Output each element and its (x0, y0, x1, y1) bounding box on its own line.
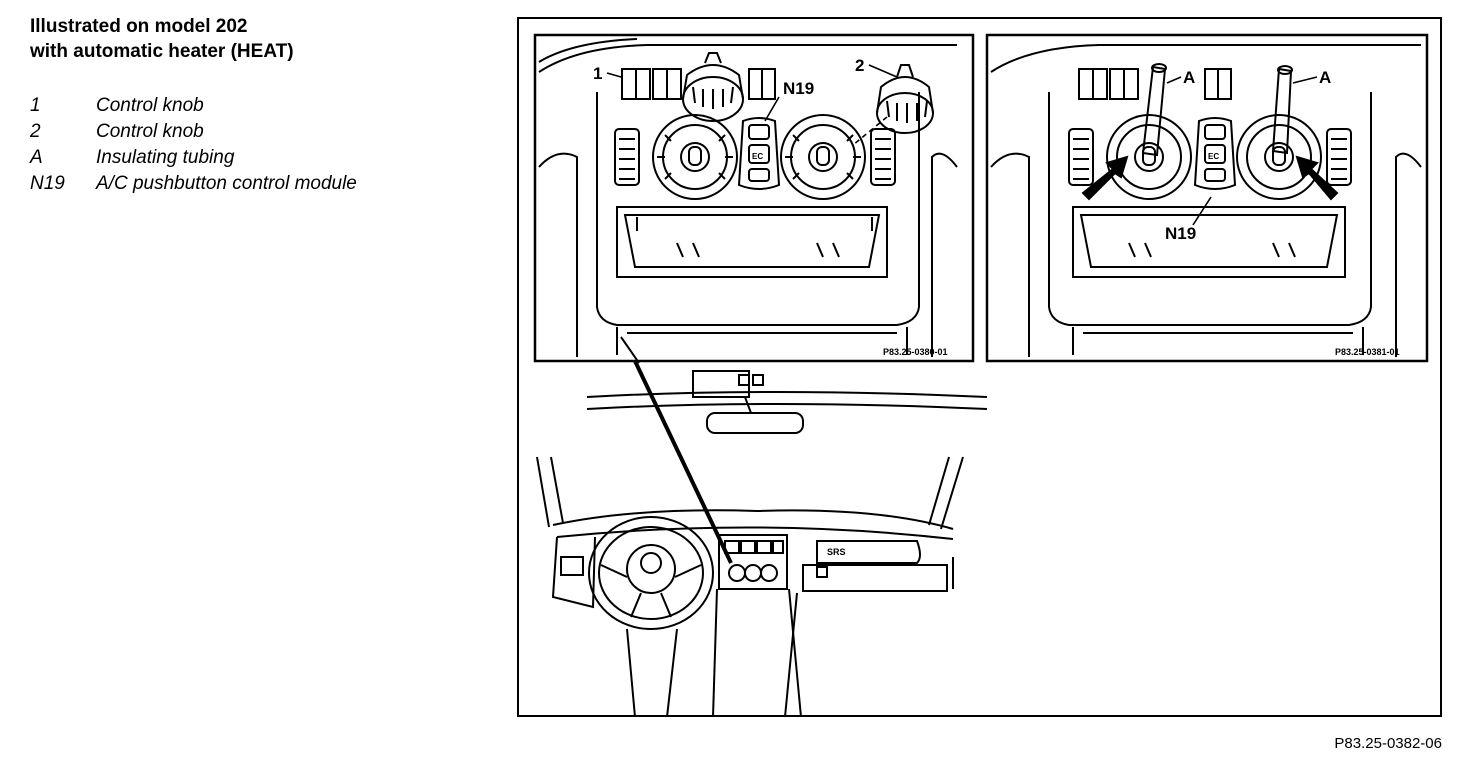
dashboard-overview (536, 370, 988, 717)
air-vent-right (1326, 128, 1352, 186)
ac-pushbutton-module (1193, 117, 1237, 190)
label-knob-1: 1 (593, 64, 602, 83)
label-tubing-a-left: A (1183, 68, 1195, 87)
detail-panel-right-labels: A A N19 EC P83.25-0381-01 (1165, 68, 1400, 357)
steering-wheel (588, 516, 714, 630)
insulating-tubing-right (1271, 65, 1293, 155)
label-knob-2: 2 (855, 56, 864, 75)
srs-label: SRS (827, 547, 846, 557)
heater-dial-right (780, 114, 866, 200)
leader-lines-right (1166, 76, 1318, 226)
legend-text: Insulating tubing (96, 147, 235, 168)
heading: Illustrated on model 202 with automatic … (30, 14, 294, 64)
ec-button-label: EC (1208, 152, 1219, 161)
detail-panel-left-labels: 1 2 N19 EC P83.25-0380-01 (593, 56, 948, 357)
label-n19: N19 (783, 79, 814, 98)
temperature-display-left (1078, 68, 1139, 100)
arrow-icon (1295, 155, 1339, 201)
temperature-display-right (748, 68, 776, 100)
insulating-tubing-left (1141, 63, 1167, 157)
heading-line-2: with automatic heater (HEAT) (30, 41, 294, 62)
detail-panel-right (985, 33, 1429, 363)
label-n19: N19 (1165, 224, 1196, 243)
figure-code: P83.25-0382-06 (1334, 735, 1442, 752)
leader-lines-left (606, 64, 898, 146)
diagram-frame: 1 2 N19 EC P83.25-0380-01 (517, 17, 1442, 717)
legend-text: Control knob (96, 121, 204, 142)
air-vent-right (870, 128, 896, 186)
detail-code-left: P83.25-0380-01 (883, 347, 948, 357)
air-vent-left (614, 128, 640, 186)
legend-key: 1 (30, 95, 41, 116)
legend-item: 2 Control knob (30, 119, 357, 145)
temperature-display-left (621, 68, 682, 100)
legend-item: 1 Control knob (30, 93, 357, 119)
legend-item: A Insulating tubing (30, 145, 357, 171)
heater-dial-left (652, 114, 738, 200)
ac-pushbutton-module (737, 117, 781, 190)
heater-dial-right (1236, 114, 1322, 200)
heading-line-1: Illustrated on model 202 (30, 16, 248, 37)
detail-pointer-start (620, 336, 640, 364)
temperature-display-right (1204, 68, 1232, 100)
detail-panel-left (533, 33, 975, 363)
rearview-mirror (692, 370, 804, 434)
dashboard-center-console (712, 534, 802, 717)
legend-key: N19 (30, 173, 65, 194)
legend-key: 2 (30, 121, 41, 142)
storage-tray (616, 206, 888, 278)
storage-tray (1072, 206, 1346, 278)
legend: 1 Control knob 2 Control knob A Insulati… (30, 93, 357, 197)
legend-item: N19 A/C pushbutton control module (30, 171, 357, 197)
heater-dial-left (1106, 114, 1192, 200)
control-knob-2 (876, 64, 934, 134)
legend-text: Control knob (96, 95, 204, 116)
glove-box (802, 540, 948, 592)
legend-text: A/C pushbutton control module (96, 173, 357, 194)
arrow-icon (1081, 155, 1129, 201)
legend-key: A (30, 147, 43, 168)
control-knob-1 (682, 52, 744, 122)
air-vent-left (1068, 128, 1094, 186)
detail-code-right: P83.25-0381-01 (1335, 347, 1400, 357)
label-tubing-a-right: A (1319, 68, 1331, 87)
ec-button-label: EC (752, 152, 763, 161)
